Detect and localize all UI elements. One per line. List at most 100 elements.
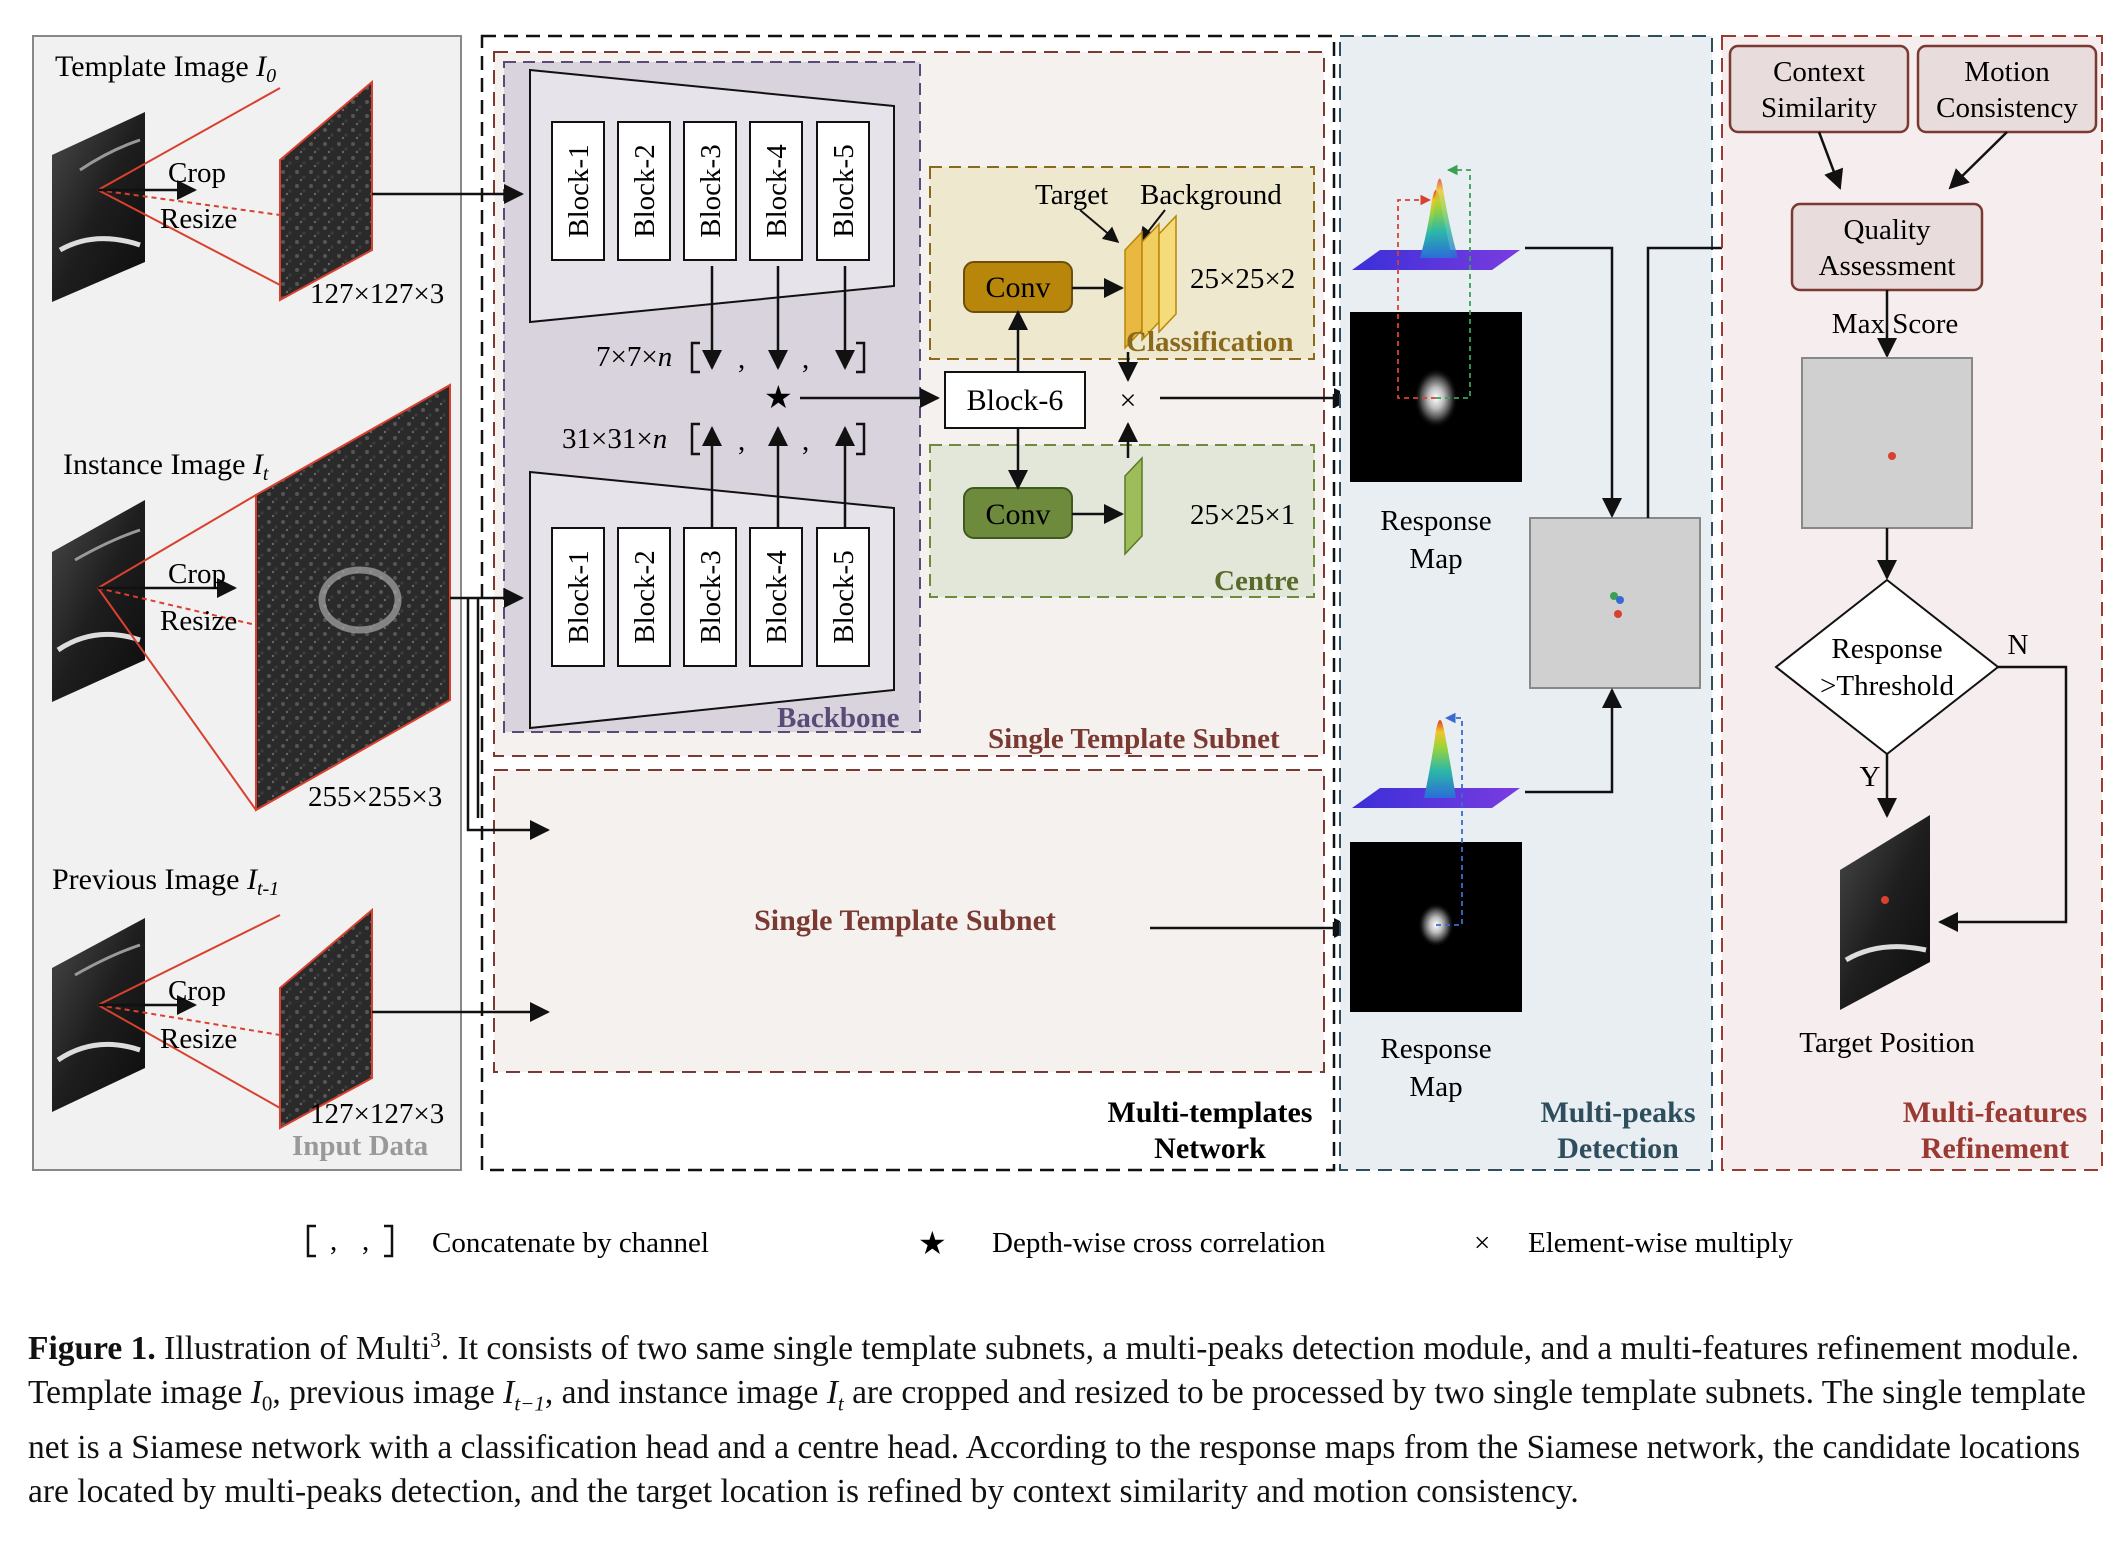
backbone-block-box bbox=[551, 121, 605, 261]
response-map-top-label-1: Response bbox=[1380, 505, 1491, 537]
single-subnet-title-1: Single Template Subnet bbox=[988, 723, 1280, 755]
max-score-map bbox=[1801, 357, 1973, 529]
legend-mult-text: Element-wise multiply bbox=[1528, 1227, 1793, 1259]
caption-text-3: , previous image bbox=[272, 1374, 504, 1412]
concat-comma-bottom: , bbox=[738, 425, 745, 457]
figure-caption: Figure 1. Illustration of Multi3. It con… bbox=[28, 1318, 2088, 1514]
template-crop bbox=[97, 79, 373, 302]
classification-title: Classification bbox=[1126, 326, 1294, 358]
cls-conv-label: Conv bbox=[985, 271, 1050, 304]
instance-crop bbox=[97, 383, 451, 812]
max-score-label: Max Score bbox=[1832, 308, 1958, 340]
centre-conv-label: Conv bbox=[985, 498, 1050, 531]
previous-crop-label: Crop bbox=[168, 975, 226, 1007]
backbone-block-label: Block-2 bbox=[629, 550, 661, 643]
response-map-top-label-2: Map bbox=[1409, 543, 1462, 575]
target-position-thumbnail bbox=[1840, 815, 1930, 1010]
threshold-label-1: Response bbox=[1831, 633, 1942, 665]
concat-comma-bottom-2: , bbox=[802, 425, 809, 457]
multi-templates-title-1: Multi-templates bbox=[1108, 1096, 1313, 1129]
previous-crop bbox=[97, 907, 373, 1130]
response-map-bottom-label-1: Response bbox=[1380, 1033, 1491, 1065]
caption-sym-2: I bbox=[503, 1374, 515, 1412]
caption-text-5: are cropped and resized to be processed … bbox=[28, 1374, 2086, 1510]
centre-title: Centre bbox=[1214, 565, 1299, 597]
centre-feature-map bbox=[1124, 456, 1143, 556]
instance-resize-label: Resize bbox=[160, 605, 237, 637]
decision-yes-label: Y bbox=[1860, 761, 1881, 793]
detection-result-box bbox=[1529, 517, 1701, 689]
quality-assessment-label-1: Quality bbox=[1844, 214, 1931, 246]
backbone-title: Backbone bbox=[777, 702, 900, 734]
backbone-block-box bbox=[617, 527, 671, 667]
multi-features-title-1: Multi-features bbox=[1903, 1096, 2087, 1129]
legend-mult-symbol: × bbox=[1474, 1227, 1490, 1259]
cls-size-label: 25×25×2 bbox=[1190, 263, 1295, 295]
caption-sup: 3 bbox=[430, 1328, 441, 1352]
input-data-panel: Template Image I0 Instance Image It Prev… bbox=[32, 35, 462, 1171]
instance-crop-label: Crop bbox=[168, 558, 226, 590]
caption-sub-1: 0 bbox=[261, 1391, 273, 1416]
caption-text-2: . It consists of two same single templat… bbox=[28, 1330, 2080, 1412]
context-similarity-label-2: Similarity bbox=[1761, 92, 1878, 124]
backbone-block-box bbox=[749, 527, 803, 667]
multi-templates-title-2: Network bbox=[1154, 1132, 1266, 1165]
template-image-label: Template Image I0 bbox=[55, 50, 276, 87]
block-feature-arrows bbox=[702, 266, 855, 528]
figure-label: Figure 1. bbox=[28, 1330, 156, 1368]
motion-consistency-label-1: Motion bbox=[1964, 56, 2050, 88]
block6-label: Block-6 bbox=[967, 384, 1064, 417]
legend-xcorr-symbol: ★ bbox=[918, 1225, 947, 1261]
multi-features-title-2: Refinement bbox=[1921, 1132, 2069, 1165]
instance-size-label: 255×255×3 bbox=[308, 781, 442, 813]
backbone-block-label: Block-1 bbox=[563, 550, 595, 643]
legend-concat-text: Concatenate by channel bbox=[432, 1227, 709, 1259]
backbone-block-box bbox=[816, 527, 870, 667]
context-similarity-label-1: Context bbox=[1773, 56, 1865, 88]
background-label: Background bbox=[1140, 179, 1282, 211]
legend-xcorr-text: Depth-wise cross correlation bbox=[992, 1227, 1326, 1259]
backbone-block-label: Block-3 bbox=[695, 550, 727, 643]
backbone-block-box bbox=[551, 527, 605, 667]
response-surface-bottom bbox=[1352, 720, 1520, 808]
input-data-title: Input Data bbox=[292, 1130, 429, 1162]
template-ultrasound-thumbnail bbox=[52, 112, 145, 302]
caption-sub-2: t−1 bbox=[514, 1391, 545, 1416]
motion-consistency-label-2: Consistency bbox=[1936, 92, 2078, 124]
caption-text-1: Illustration of Multi bbox=[155, 1330, 431, 1368]
centre-size-label: 25×25×1 bbox=[1190, 499, 1295, 531]
backbone-block-label: Block-3 bbox=[695, 144, 727, 237]
template-resize-label: Resize bbox=[160, 203, 237, 235]
instance-image-label: Instance Image It bbox=[63, 448, 269, 485]
multi-peaks-title-1: Multi-peaks bbox=[1540, 1096, 1695, 1129]
concat-bottom-label: 31×31×n bbox=[562, 423, 667, 455]
backbone-blocks-bottom: Block-1 Block-2 Block-3 Block-4 Block-5 bbox=[551, 527, 870, 667]
backbone-block-label: Block-2 bbox=[629, 144, 661, 237]
concat-bracket-bottom bbox=[690, 422, 866, 456]
caption-sym-1: I bbox=[250, 1374, 262, 1412]
multi-peaks-title-2: Detection bbox=[1557, 1132, 1679, 1165]
svg-text:,: , bbox=[362, 1225, 369, 1257]
instance-ultrasound-thumbnail bbox=[52, 500, 145, 702]
svg-text:,: , bbox=[330, 1225, 337, 1257]
template-crop-label: Crop bbox=[168, 157, 226, 189]
backbone-block-box bbox=[816, 121, 870, 261]
backbone-block-label: Block-4 bbox=[761, 144, 793, 238]
legend: , , Concatenate by channel ★ Depth-wise … bbox=[306, 1224, 1793, 1261]
multiply-symbol: × bbox=[1120, 384, 1137, 417]
backbone-block-label: Block-4 bbox=[761, 550, 793, 644]
backbone-block-box bbox=[683, 121, 737, 261]
multi-peaks-detection-panel: Response Map Response Map Multi-peaks De… bbox=[1339, 35, 1790, 1171]
target-label: Target bbox=[1035, 179, 1108, 211]
concat-bracket-top bbox=[690, 341, 866, 374]
previous-ultrasound-thumbnail bbox=[52, 918, 145, 1112]
backbone-block-label: Block-5 bbox=[828, 550, 860, 643]
cls-feature-maps bbox=[1124, 214, 1177, 350]
decision-no-label: N bbox=[2008, 629, 2029, 661]
response-map-bottom-label-2: Map bbox=[1409, 1071, 1462, 1103]
backbone-block-box bbox=[683, 527, 737, 667]
legend-concat-symbol bbox=[306, 1224, 394, 1258]
concat-comma-top: , bbox=[738, 343, 745, 375]
